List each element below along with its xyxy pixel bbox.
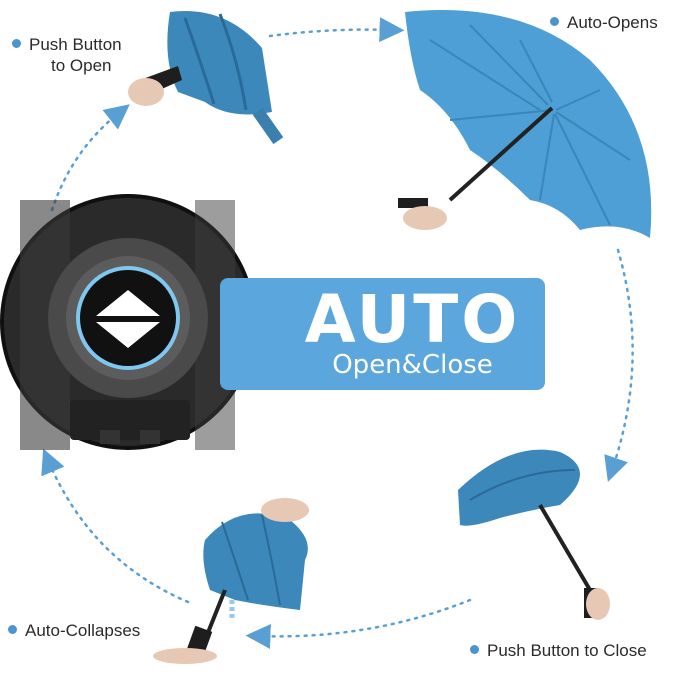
bullet-icon xyxy=(12,39,21,49)
step-push-open: Push Button to Open xyxy=(12,34,122,76)
step-push-close: Push Button to Close xyxy=(470,640,647,661)
step-auto-collapses: Auto-Collapses xyxy=(8,620,140,641)
bullet-icon xyxy=(550,17,559,27)
umbrella-collapsing-bottom xyxy=(153,498,309,664)
bullet-icon xyxy=(8,625,17,635)
auto-button-icon xyxy=(96,290,160,348)
cycle-arrow-icon xyxy=(268,17,405,43)
step-auto-collapses-label: Auto-Collapses xyxy=(25,621,141,640)
umbrella-open-top xyxy=(398,10,652,238)
step-push-open-line1: Push Button xyxy=(29,35,122,54)
step-push-open-line2: to Open xyxy=(51,56,112,75)
auto-banner: AUTO Open&Close xyxy=(220,278,545,390)
banner-title: AUTO xyxy=(304,281,521,358)
step-auto-opens: Auto-Opens xyxy=(550,12,658,33)
handle-closeup xyxy=(0,194,256,450)
cycle-arrow-icon xyxy=(50,104,130,212)
bullet-icon xyxy=(470,645,479,655)
umbrella-closed-top xyxy=(128,11,284,145)
step-auto-opens-label: Auto-Opens xyxy=(567,13,658,32)
cycle-arrow-icon xyxy=(604,248,634,482)
banner-subtitle: Open&Close xyxy=(332,350,493,380)
umbrella-closing-right xyxy=(458,449,610,620)
cycle-arrow-icon xyxy=(41,448,190,604)
cycle-arrow-icon xyxy=(245,598,472,649)
step-push-close-label: Push Button to Close xyxy=(487,641,647,660)
